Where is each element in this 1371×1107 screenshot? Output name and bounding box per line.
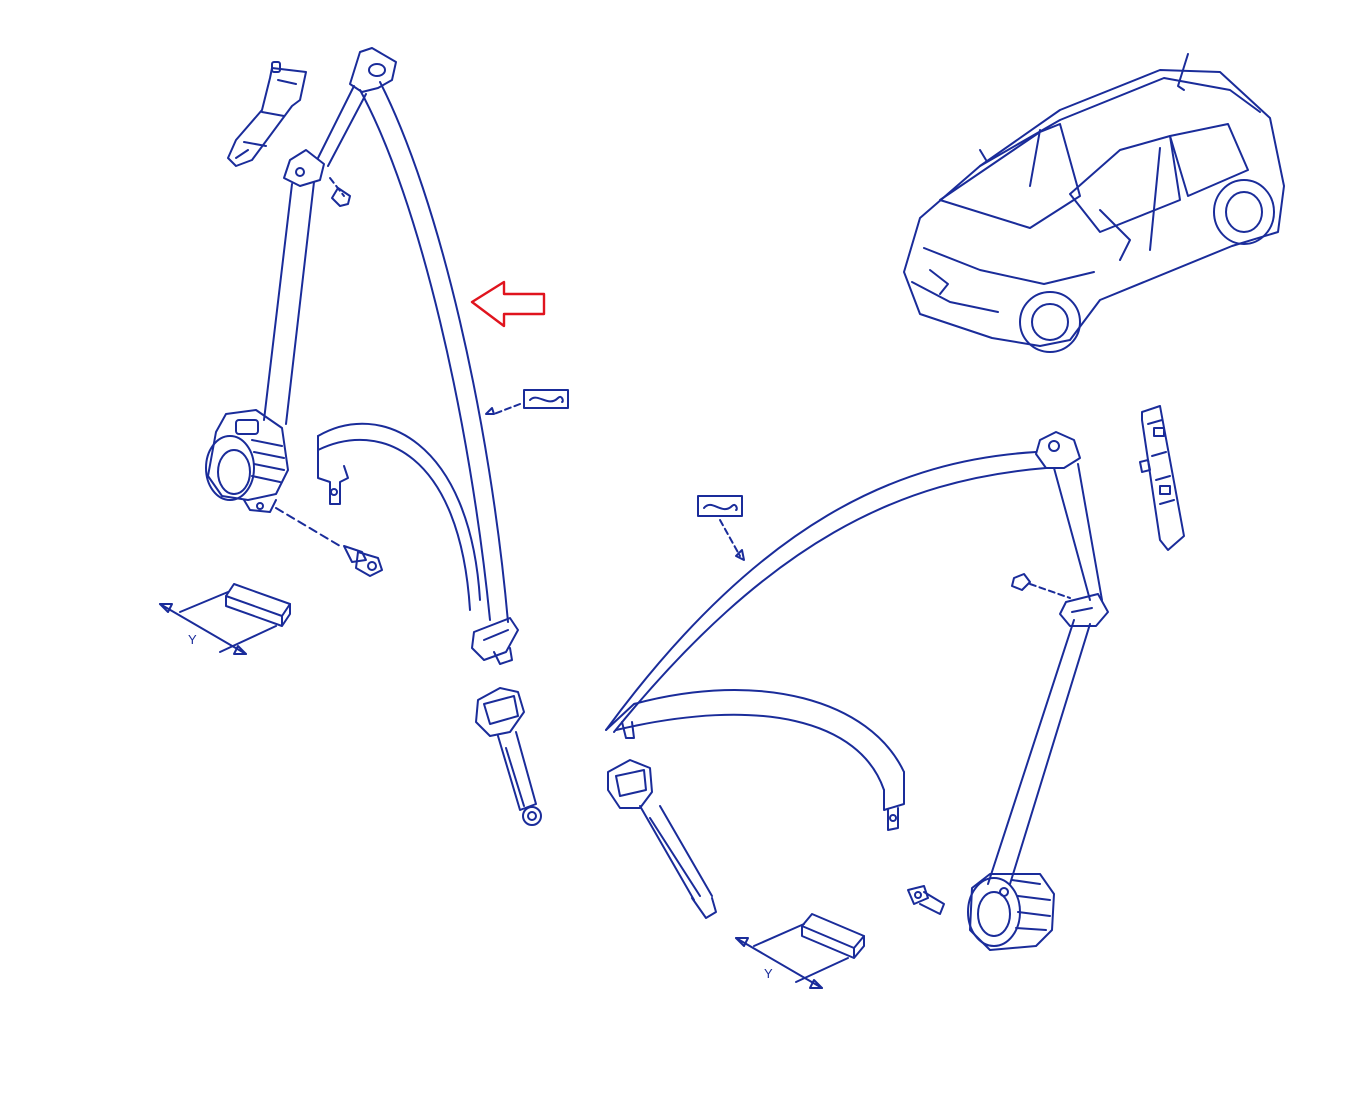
foam-pad-left <box>159 583 291 655</box>
belt-tongue-left <box>471 617 519 665</box>
upper-guide-bracket-right <box>1011 573 1109 627</box>
lap-webbing-left <box>317 422 481 611</box>
buckle-right <box>607 759 717 919</box>
fabric-label-tag-left <box>485 389 569 415</box>
lap-webbing-right <box>605 689 905 831</box>
anchor-bolt-left <box>275 507 383 577</box>
dimension-label-right: Y <box>764 966 773 981</box>
height-adjuster-rail-left <box>227 61 307 167</box>
retractor-right <box>967 873 1055 951</box>
fabric-label-tag-right <box>697 495 745 561</box>
vertical-webbing-right <box>987 463 1103 885</box>
anchor-bolt-right <box>907 885 945 915</box>
upper-belt-webbing-left <box>317 47 509 623</box>
vertical-webbing-left <box>263 181 315 425</box>
height-adjuster-rail-right <box>1139 405 1185 551</box>
foam-pad-right <box>735 913 865 989</box>
upper-belt-webbing-right <box>605 431 1081 733</box>
dimension-label-left: Y <box>188 632 197 647</box>
car-location-illustration <box>903 53 1285 353</box>
buckle-left <box>475 687 542 826</box>
upper-guide-bracket-left <box>283 149 351 207</box>
retractor-left <box>205 409 289 513</box>
arrow-left-outline-icon <box>470 280 546 328</box>
